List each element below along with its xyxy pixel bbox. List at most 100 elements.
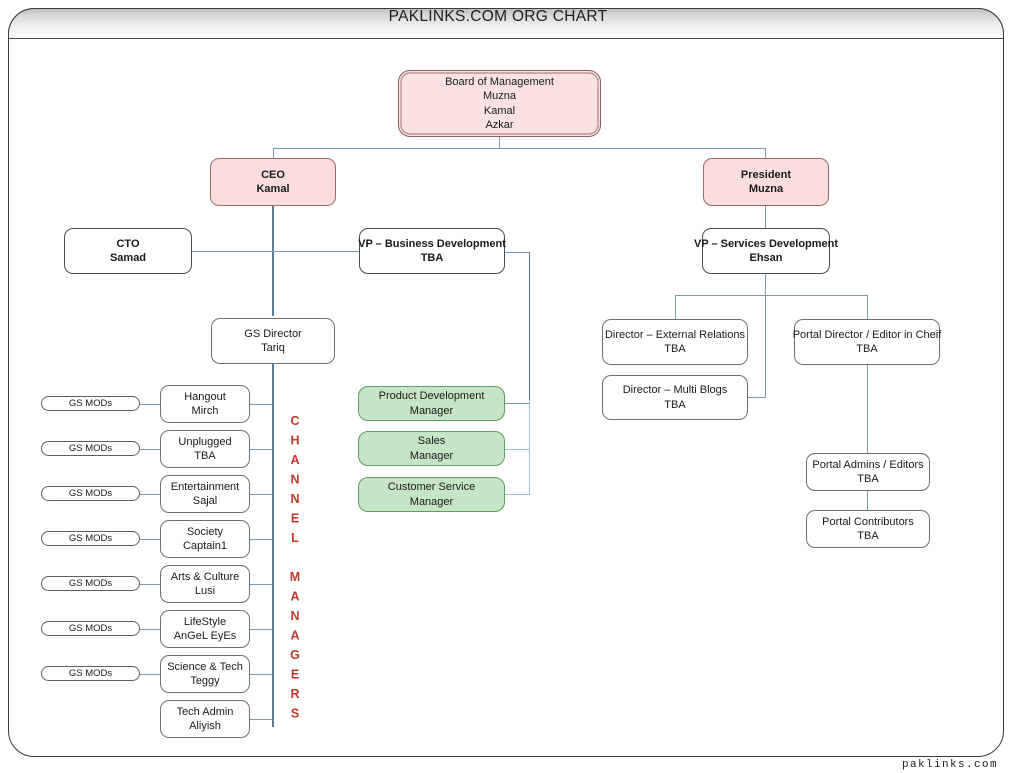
product-mgr-name: Manager	[409, 404, 454, 417]
portal-dir-role: Portal Director / Editor in Cheif	[792, 328, 942, 341]
node-channel-lifestyle[interactable]: LifeStyle AnGeL EyEs	[160, 610, 250, 648]
pill-gs-mods-4[interactable]: GS MODs	[41, 531, 140, 546]
connector-mods-7	[140, 674, 161, 676]
connector-to-portal-dir	[867, 295, 869, 319]
channel-4-name: Captain1	[182, 540, 228, 552]
node-director-multi-blogs[interactable]: Director – Multi Blogs TBA	[602, 375, 748, 420]
pill-gs-mods-3[interactable]: GS MODs	[41, 486, 140, 501]
node-channel-science-tech[interactable]: Science & Tech Teggy	[160, 655, 250, 693]
gs-mods-label-6: GS MODs	[68, 623, 113, 634]
ceo-role: CEO	[261, 168, 285, 181]
gs-mods-label-4: GS MODs	[68, 533, 113, 544]
node-director-external-relations[interactable]: Director – External Relations TBA	[602, 319, 748, 365]
vp-sd-role: VP – Services Development	[693, 237, 839, 250]
portal-admin-role: Portal Admins / Editors	[812, 458, 924, 471]
connector-mods-2	[140, 449, 161, 451]
channel-managers-label: CHANNEL MANAGERS	[288, 414, 302, 726]
node-channel-tech-admin[interactable]: Tech Admin Aliyish	[160, 700, 250, 738]
node-president[interactable]: President Muzna	[703, 158, 829, 206]
president-role: President	[740, 168, 792, 181]
connector-channel-6	[250, 629, 273, 631]
channel-3-name: Sajal	[192, 495, 218, 507]
node-channel-society[interactable]: Society Captain1	[160, 520, 250, 558]
channel-5-role: Arts & Culture	[170, 570, 240, 583]
pill-gs-mods-7[interactable]: GS MODs	[41, 666, 140, 681]
node-vp-services-development[interactable]: VP – Services Development Ehsan	[694, 228, 838, 274]
node-board-of-management[interactable]: Board of Management Muzna Kamal Azkar	[398, 70, 601, 137]
connector-channel-3	[250, 494, 273, 496]
node-channel-hangout[interactable]: Hangout Mirch	[160, 385, 250, 423]
connector-to-dir-ext	[675, 295, 677, 319]
portal-dir-name: TBA	[856, 343, 878, 355]
board-member-2: Kamal	[483, 104, 516, 117]
vp-bd-name: TBA	[420, 252, 444, 264]
pill-gs-mods-6[interactable]: GS MODs	[41, 621, 140, 636]
node-portal-admins-editors[interactable]: Portal Admins / Editors TBA	[806, 453, 930, 491]
cto-name: Samad	[109, 252, 147, 264]
ceo-name: Kamal	[256, 183, 290, 195]
connector-mods-5	[140, 584, 161, 586]
connector-channel-5	[250, 584, 273, 586]
title-bar	[8, 8, 1004, 39]
product-mgr-role: Product Development	[378, 390, 485, 403]
connector-mods-3	[140, 494, 161, 496]
channel-1-role: Hangout	[184, 390, 226, 403]
vp-sd-name: Ehsan	[749, 252, 783, 264]
connector-ceo-to-vpbd	[273, 251, 359, 253]
connector-to-president	[765, 148, 767, 159]
connector-president-to-vpsd	[765, 206, 767, 228]
board-member-3: Azkar	[485, 118, 514, 131]
node-portal-director[interactable]: Portal Director / Editor in Cheif TBA	[792, 319, 942, 365]
connector-ceo-spine	[272, 206, 275, 316]
connector-mods-6	[140, 629, 161, 631]
node-channel-entertainment[interactable]: Entertainment Sajal	[160, 475, 250, 513]
president-name: Muzna	[748, 183, 784, 195]
connector-vpbd-out	[505, 252, 530, 254]
portal-contrib-role: Portal Contributors	[822, 515, 914, 528]
pill-gs-mods-1[interactable]: GS MODs	[41, 396, 140, 411]
gs-mods-label-1: GS MODs	[68, 398, 113, 409]
connector-vpsd-stem	[765, 274, 767, 296]
node-gs-director[interactable]: GS Director Tariq	[211, 318, 335, 364]
node-vp-business-development[interactable]: VP – Business Development TBA	[358, 228, 506, 274]
connector-services-bus	[675, 295, 868, 297]
connector-mods-1	[140, 404, 161, 406]
node-ceo[interactable]: CEO Kamal	[210, 158, 336, 206]
connector-to-sales-mgr	[505, 449, 530, 451]
connector-ceo-to-cto	[192, 251, 273, 253]
channel-7-name: Teggy	[190, 675, 220, 687]
connector-channel-7	[250, 674, 273, 676]
node-sales-manager[interactable]: Sales Manager	[358, 431, 505, 466]
channel-6-name: AnGeL EyEs	[173, 630, 237, 642]
node-channel-arts-culture[interactable]: Arts & Culture Lusi	[160, 565, 250, 603]
node-customer-service-manager[interactable]: Customer Service Manager	[358, 477, 505, 512]
portal-admin-name: TBA	[857, 473, 879, 485]
connector-channel-spine	[272, 364, 275, 727]
connector-top-bus	[273, 148, 766, 150]
gs-mods-label-7: GS MODs	[68, 668, 113, 679]
pill-gs-mods-5[interactable]: GS MODs	[41, 576, 140, 591]
channel-6-role: LifeStyle	[183, 615, 227, 628]
connector-vpbd-drop-lower	[529, 400, 531, 495]
node-channel-unplugged[interactable]: Unplugged TBA	[160, 430, 250, 468]
sales-mgr-role: Sales	[417, 435, 446, 448]
node-cto[interactable]: CTO Samad	[64, 228, 192, 274]
channel-1-name: Mirch	[191, 405, 219, 417]
cs-mgr-name: Manager	[409, 495, 454, 508]
connector-channel-2	[250, 449, 273, 451]
gs-mods-label-3: GS MODs	[68, 488, 113, 499]
channel-8-role: Tech Admin	[176, 705, 234, 718]
node-portal-contributors[interactable]: Portal Contributors TBA	[806, 510, 930, 548]
connector-to-cs-mgr	[505, 494, 530, 496]
connector-channel-4	[250, 539, 273, 541]
channel-2-role: Unplugged	[178, 435, 232, 448]
gs-director-name: Tariq	[261, 342, 285, 354]
connector-admins-to-contrib	[867, 490, 869, 513]
connector-channel-8	[250, 719, 273, 721]
gs-director-role: GS Director	[244, 327, 302, 340]
node-product-development-manager[interactable]: Product Development Manager	[358, 386, 505, 421]
connector-channel-1	[250, 404, 273, 406]
dir-ext-role: Director – External Relations	[604, 328, 745, 341]
pill-gs-mods-2[interactable]: GS MODs	[41, 441, 140, 456]
